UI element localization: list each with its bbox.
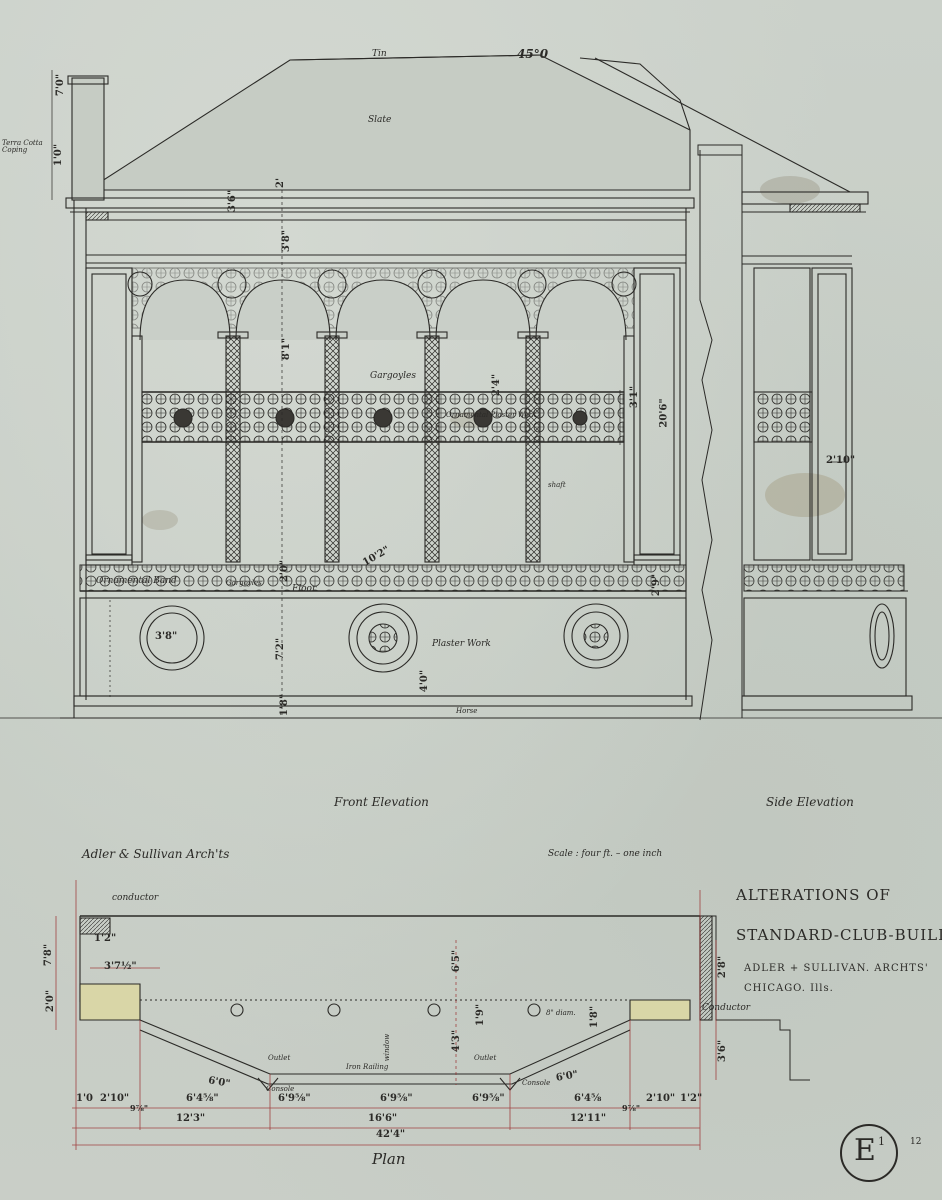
ornamental-band-label: Ornamental Band xyxy=(96,576,177,586)
plan-row-a-frac-right: 9⅞" xyxy=(622,1103,641,1113)
arcade xyxy=(139,279,627,341)
plan-row-a-1: 2'10" xyxy=(100,1093,130,1104)
side-width-dim: 2'10" xyxy=(826,455,856,466)
arch-dim: 8'1" xyxy=(281,337,293,361)
left-pier xyxy=(85,267,133,561)
base-height-dim: 7'2" xyxy=(275,637,287,661)
cornice xyxy=(65,197,695,209)
sheet-corner-num: 12 xyxy=(910,1137,922,1147)
diam-label: 8" diam. xyxy=(546,1009,576,1017)
pier-gap-dim: 1'8" xyxy=(279,693,291,717)
chimney xyxy=(71,77,105,201)
slate-label: Slate xyxy=(368,115,392,125)
right-rail-dim: 2'9" xyxy=(651,573,663,597)
title-line4: CHICAGO. Ills. xyxy=(744,983,834,994)
paper-stains xyxy=(142,176,845,530)
left-pier-plan xyxy=(79,983,141,1021)
terra-cotta-label: Terra Cotta Coping xyxy=(2,139,43,154)
scale-note: Scale : four ft. – one inch xyxy=(548,849,663,859)
shaft-label: shaft xyxy=(548,481,566,489)
plan-row-b-0: 12'3" xyxy=(176,1113,206,1124)
plan-dimension-lines xyxy=(55,880,717,1150)
floor-label: Floor xyxy=(292,584,317,594)
side-elevation-title: Side Elevation xyxy=(766,795,854,809)
plan-row-a-4: 6'9⅝" xyxy=(380,1093,413,1104)
break-line xyxy=(697,144,743,721)
conductor-left-label: conductor xyxy=(112,893,159,903)
plan-title: Plan xyxy=(372,1150,406,1168)
console-left-label: Console xyxy=(266,1085,295,1093)
railing-label: Iron Railing xyxy=(346,1063,389,1071)
plan-row-a-2: 6'4⅝" xyxy=(186,1093,219,1104)
tin-label: Tin xyxy=(372,49,387,59)
plan-row-a-5: 6'9⅝" xyxy=(472,1093,505,1104)
plan-row-a-0: 1'0 xyxy=(76,1093,93,1104)
plan-row-b-1: 16'6" xyxy=(368,1113,398,1124)
outlet-right-label: Outlet xyxy=(474,1054,497,1062)
frieze-dim: 3'8" xyxy=(281,229,293,253)
medallions xyxy=(139,603,629,673)
plan-row-a-8: 1'2" xyxy=(680,1093,703,1104)
gargoyles-upper-label: Gargoyles xyxy=(370,371,416,381)
plan-depth-side: 1'8" xyxy=(589,1005,601,1029)
gargoyles-lower-label: Gargoyles xyxy=(226,579,262,587)
ornamental-plaster-label: Ornamental Plaster Work xyxy=(446,411,537,419)
roof xyxy=(86,54,691,191)
conductor-right-label: Conductor xyxy=(702,1003,751,1013)
title-line3: ADLER + SULLIVAN. ARCHTS' xyxy=(744,963,929,974)
sheet-id-circle: E 1 xyxy=(840,1124,898,1182)
console-right-label: Console xyxy=(522,1079,551,1087)
plan-row-a-3: 6'9⅝" xyxy=(278,1093,311,1104)
plan xyxy=(79,915,810,1091)
floor-gap-dim: 2'0" xyxy=(279,559,291,583)
side-elevation xyxy=(579,57,913,711)
plan-row-c: 42'4" xyxy=(376,1129,406,1140)
plan-depth-lower: 4'3" xyxy=(451,1029,463,1053)
side-upper-dim: 20'6" xyxy=(658,398,670,428)
front-elevation xyxy=(60,54,700,719)
band-dim: 2'4" xyxy=(491,373,503,397)
plan-depth-total: 6'5" xyxy=(451,949,463,973)
horse-label: Horse xyxy=(456,707,478,715)
bay-outline xyxy=(139,1019,631,1075)
outlet-left-label: Outlet xyxy=(268,1054,291,1062)
elevation-dimension-lines xyxy=(51,70,848,718)
plan-depth-inner: 1'9" xyxy=(475,1003,487,1027)
plan-right-h1: 2'8" xyxy=(717,955,729,979)
coping-dim: 1'0" xyxy=(53,143,65,167)
plan-left-h1: 7'8" xyxy=(43,943,55,967)
right-pier-plan xyxy=(629,999,691,1021)
title-line2: STANDARD-CLUB-BUILDING xyxy=(736,926,942,944)
ornamental-band xyxy=(79,564,687,592)
window-label: window xyxy=(383,1033,392,1062)
plan-left-w1: 3'7½" xyxy=(104,961,137,972)
medallion-dim: 3'8" xyxy=(155,631,178,642)
cornice2-dim: 2' xyxy=(275,177,287,189)
plan-right-h2: 3'6" xyxy=(717,1039,729,1063)
plan-row-a-7: 2'10" xyxy=(646,1093,676,1104)
roof-angle-dim: 45°0 xyxy=(517,47,549,61)
title-line1: ALTERATIONS OF xyxy=(736,886,891,904)
plan-row-a-6: 6'4⅝ xyxy=(574,1093,602,1104)
side-pier-dim: 3'1" xyxy=(629,385,641,409)
plan-row-b-2: 12'11" xyxy=(570,1113,607,1124)
cornice-dim: 3'6" xyxy=(227,189,239,213)
architects-note: Adler & Sullivan Arch'ts xyxy=(82,847,230,861)
plan-left-h2: 2'0" xyxy=(45,989,57,1013)
right-pier xyxy=(633,267,681,561)
sheet-id-letter: E xyxy=(854,1133,876,1168)
sheet-id-num: 1 xyxy=(878,1135,885,1148)
plan-left-small: 1'2" xyxy=(94,933,117,944)
front-elevation-title: Front Elevation xyxy=(334,795,429,809)
plaster-work-label: Plaster Work xyxy=(432,639,491,649)
columns xyxy=(131,331,635,563)
chimney-dim: 7'0" xyxy=(55,73,67,97)
base-lower-dim: 4'0" xyxy=(419,669,431,693)
plan-row-a-frac-left: 9⅞" xyxy=(130,1103,149,1113)
